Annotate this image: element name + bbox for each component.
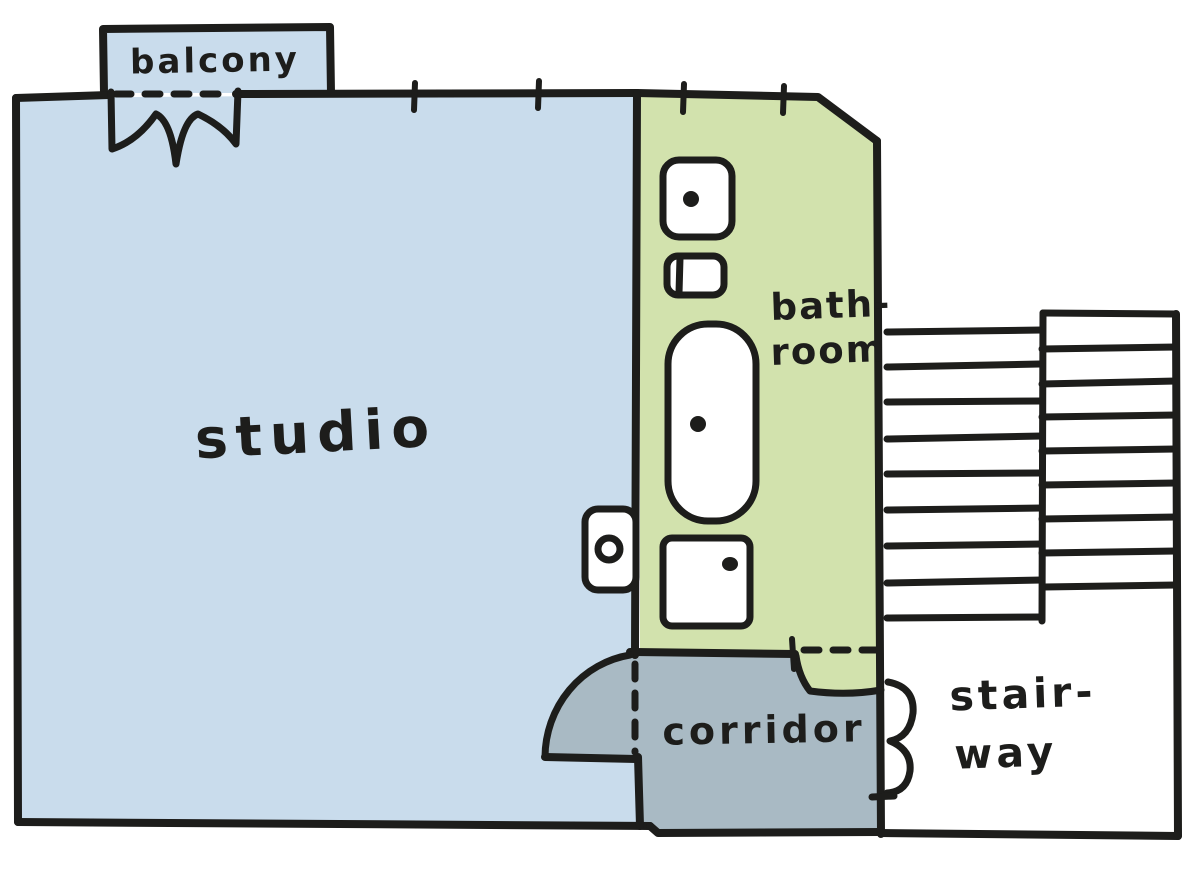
corridor-room	[544, 654, 880, 831]
studio-corridor-wall-lower	[634, 753, 644, 830]
room-labels: balcony studio bath- room corridor stair…	[130, 40, 1097, 779]
corridor-bottom-wall	[646, 822, 884, 837]
toilet-icon	[663, 252, 728, 299]
bathroom-top-wall	[633, 89, 881, 145]
wall-basin-drain-ring	[594, 534, 624, 564]
stairway-label-line2: way	[954, 727, 1059, 779]
shower-tray-icon	[659, 534, 754, 630]
studio-room	[16, 93, 639, 826]
fixtures	[581, 156, 760, 630]
wall-tick-icon	[535, 78, 542, 111]
walls	[12, 23, 1182, 840]
bathtub-icon	[664, 320, 760, 525]
shower-drain-dot	[722, 557, 738, 571]
top-wall-middle	[232, 89, 641, 98]
balcony-walls	[99, 23, 335, 97]
stairway-divider-wall	[1038, 309, 1047, 625]
stairway-top-tread-wall	[1039, 309, 1180, 318]
bathroom-door-swing-icon	[792, 652, 885, 697]
wall-tick-icon	[411, 80, 418, 113]
bathroom-corridor-wall	[626, 648, 799, 658]
stairway-treads	[883, 326, 1180, 622]
left-wall	[12, 94, 22, 826]
entry-door-icon	[883, 678, 917, 797]
wall-ticks	[411, 78, 787, 116]
balcony-doors-icon	[107, 87, 242, 168]
studio-corridor-door-swing-icon	[541, 651, 634, 761]
wall-tick-icon	[680, 81, 687, 115]
doors	[107, 87, 917, 801]
toilet-tank-line	[675, 254, 684, 297]
bathroom-label-line1: bath-	[770, 282, 892, 329]
entry-door-tick	[868, 792, 898, 801]
bathroom-door-hinge-tick	[789, 636, 797, 672]
corridor-notch-wall	[541, 753, 642, 763]
bathroom-label-line2: room	[770, 327, 887, 374]
balcony-label: balcony	[130, 40, 301, 83]
stairway-bottom-wall	[877, 829, 1182, 840]
studio-label: studio	[193, 395, 438, 472]
wall-tick-icon	[780, 83, 787, 116]
top-wall-left	[12, 91, 113, 102]
bathtub-drain-dot	[690, 416, 706, 432]
balcony-room	[103, 27, 331, 93]
corridor-label: corridor	[662, 706, 866, 754]
sink-drain-dot	[683, 191, 699, 207]
stairway-label-line1: stair-	[949, 667, 1098, 720]
bathroom-right-wall	[873, 137, 885, 838]
studio-bottom-wall	[14, 818, 654, 830]
stairway-right-wall	[1172, 310, 1182, 840]
